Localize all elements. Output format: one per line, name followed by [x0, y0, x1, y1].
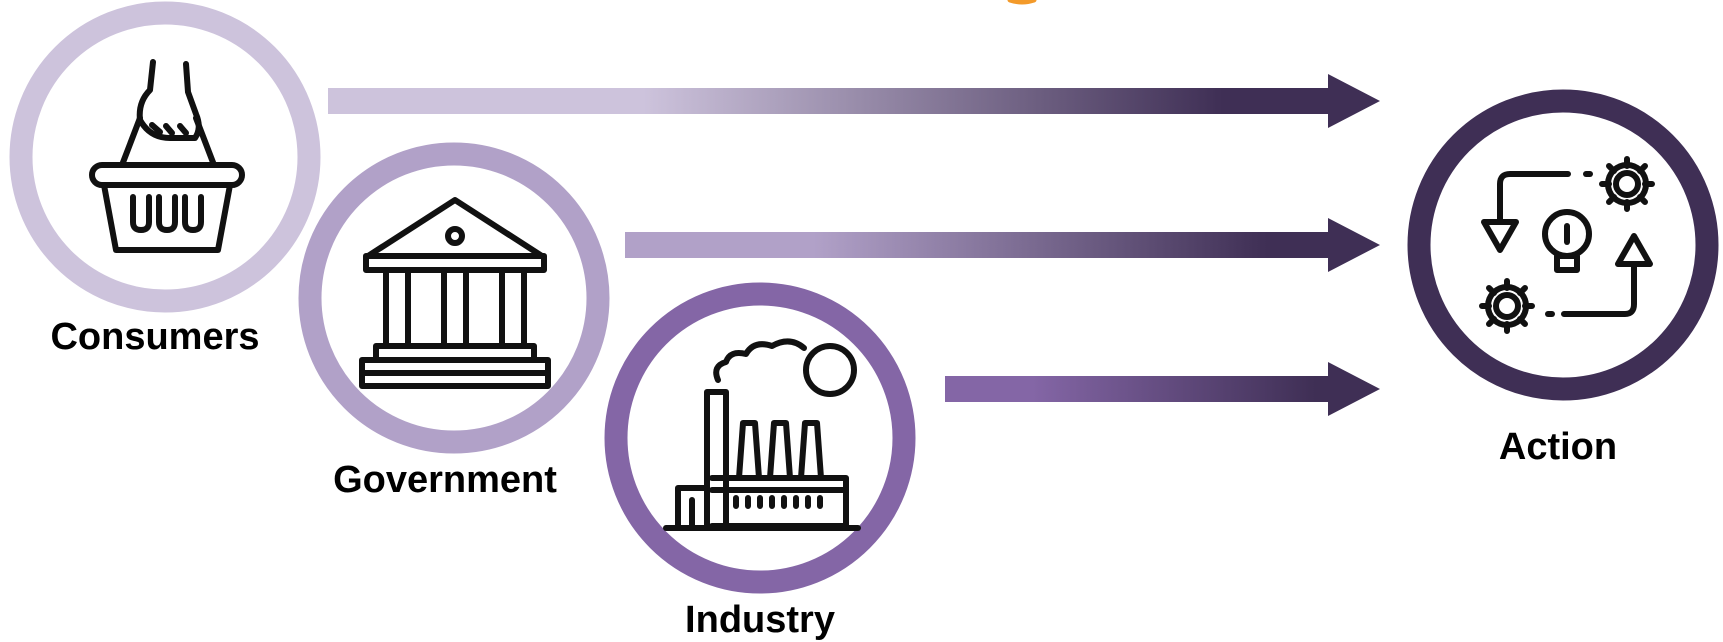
industry-label: Industry: [685, 599, 835, 641]
consumers-label: Consumers: [50, 316, 259, 358]
action-ring: [1407, 89, 1719, 401]
consumers-ring: [9, 1, 321, 313]
government-node: Government: [298, 142, 610, 501]
orange-accent-mark: [1007, 0, 1037, 5]
action-node: Action: [1407, 89, 1719, 468]
action-label: Action: [1499, 426, 1617, 468]
government-label: Government: [333, 459, 557, 501]
consumers-node: Consumers: [9, 1, 321, 358]
industry-node: Industry: [604, 282, 916, 641]
process-cycle-gears-icon: [1479, 156, 1655, 334]
arrow-consumers-to-action: [328, 74, 1380, 128]
government-building-icon: [359, 197, 551, 389]
shopping-basket-icon: [89, 59, 245, 253]
industry-ring: [604, 282, 916, 594]
factory-icon: [663, 338, 861, 531]
arrow-industry-to-action: [945, 362, 1380, 416]
arrow-government-to-action: [625, 218, 1380, 272]
